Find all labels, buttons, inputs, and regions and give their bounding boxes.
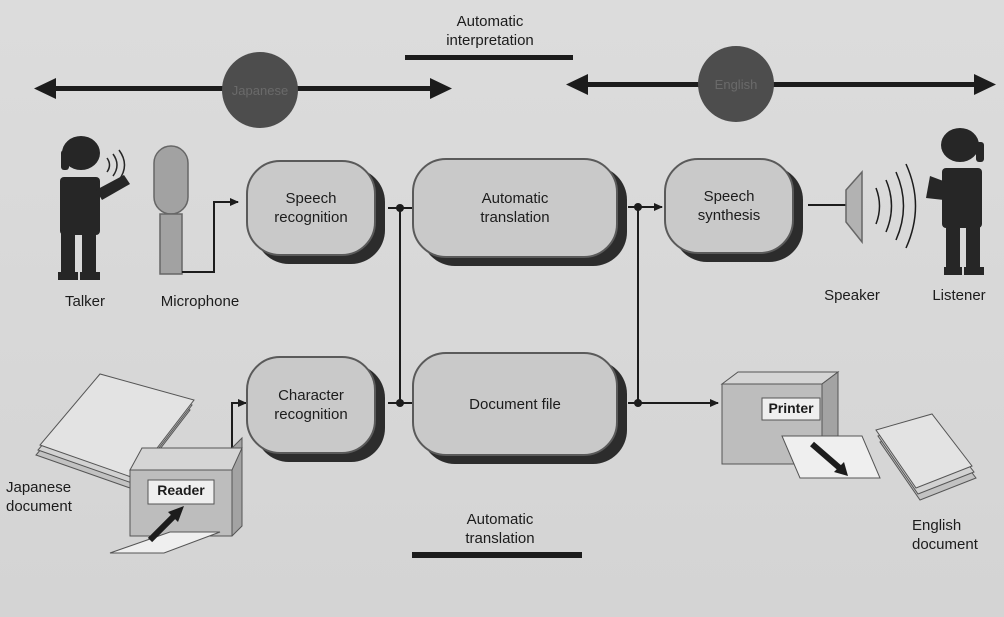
speaker-label: Speaker	[824, 287, 880, 304]
automatic-translation-module: Automatic translation	[412, 158, 618, 258]
english-arrow	[566, 74, 996, 95]
reader-label: Reader	[157, 482, 205, 498]
interpretation-rule	[405, 55, 573, 60]
listener-figure	[926, 128, 984, 275]
listener-label: Listener	[932, 287, 986, 304]
junction-dots	[396, 203, 642, 407]
japanese-bubble: Japanese	[222, 52, 298, 128]
microphone-device	[153, 145, 239, 275]
speech-recognition-module: Speech recognition	[246, 160, 376, 256]
english-document-label: English document	[912, 517, 978, 553]
english-label: English	[714, 76, 758, 92]
document-file-module: Document file	[412, 352, 618, 456]
microphone-label: Microphone	[160, 293, 240, 310]
japanese-label: Japanese	[231, 82, 289, 98]
speaker-device	[845, 163, 917, 249]
character-recognition-module: Character recognition	[246, 356, 376, 454]
automatic-interpretation-label: Automatic interpretation	[446, 13, 534, 49]
automatic-translation-footer-label: Automatic translation	[465, 511, 535, 547]
talker-label: Talker	[64, 293, 105, 310]
english-document-stack	[875, 413, 977, 501]
english-bubble: English	[698, 46, 774, 122]
japanese-document-label: Japanese document	[6, 479, 72, 515]
printer-device	[720, 371, 881, 479]
translation-rule	[412, 552, 582, 558]
printer-label: Printer	[768, 400, 814, 416]
japanese-document-stack	[35, 373, 195, 489]
reader-device	[109, 436, 243, 554]
talker-figure	[58, 136, 130, 280]
speech-synthesis-module: Speech synthesis	[664, 158, 794, 254]
